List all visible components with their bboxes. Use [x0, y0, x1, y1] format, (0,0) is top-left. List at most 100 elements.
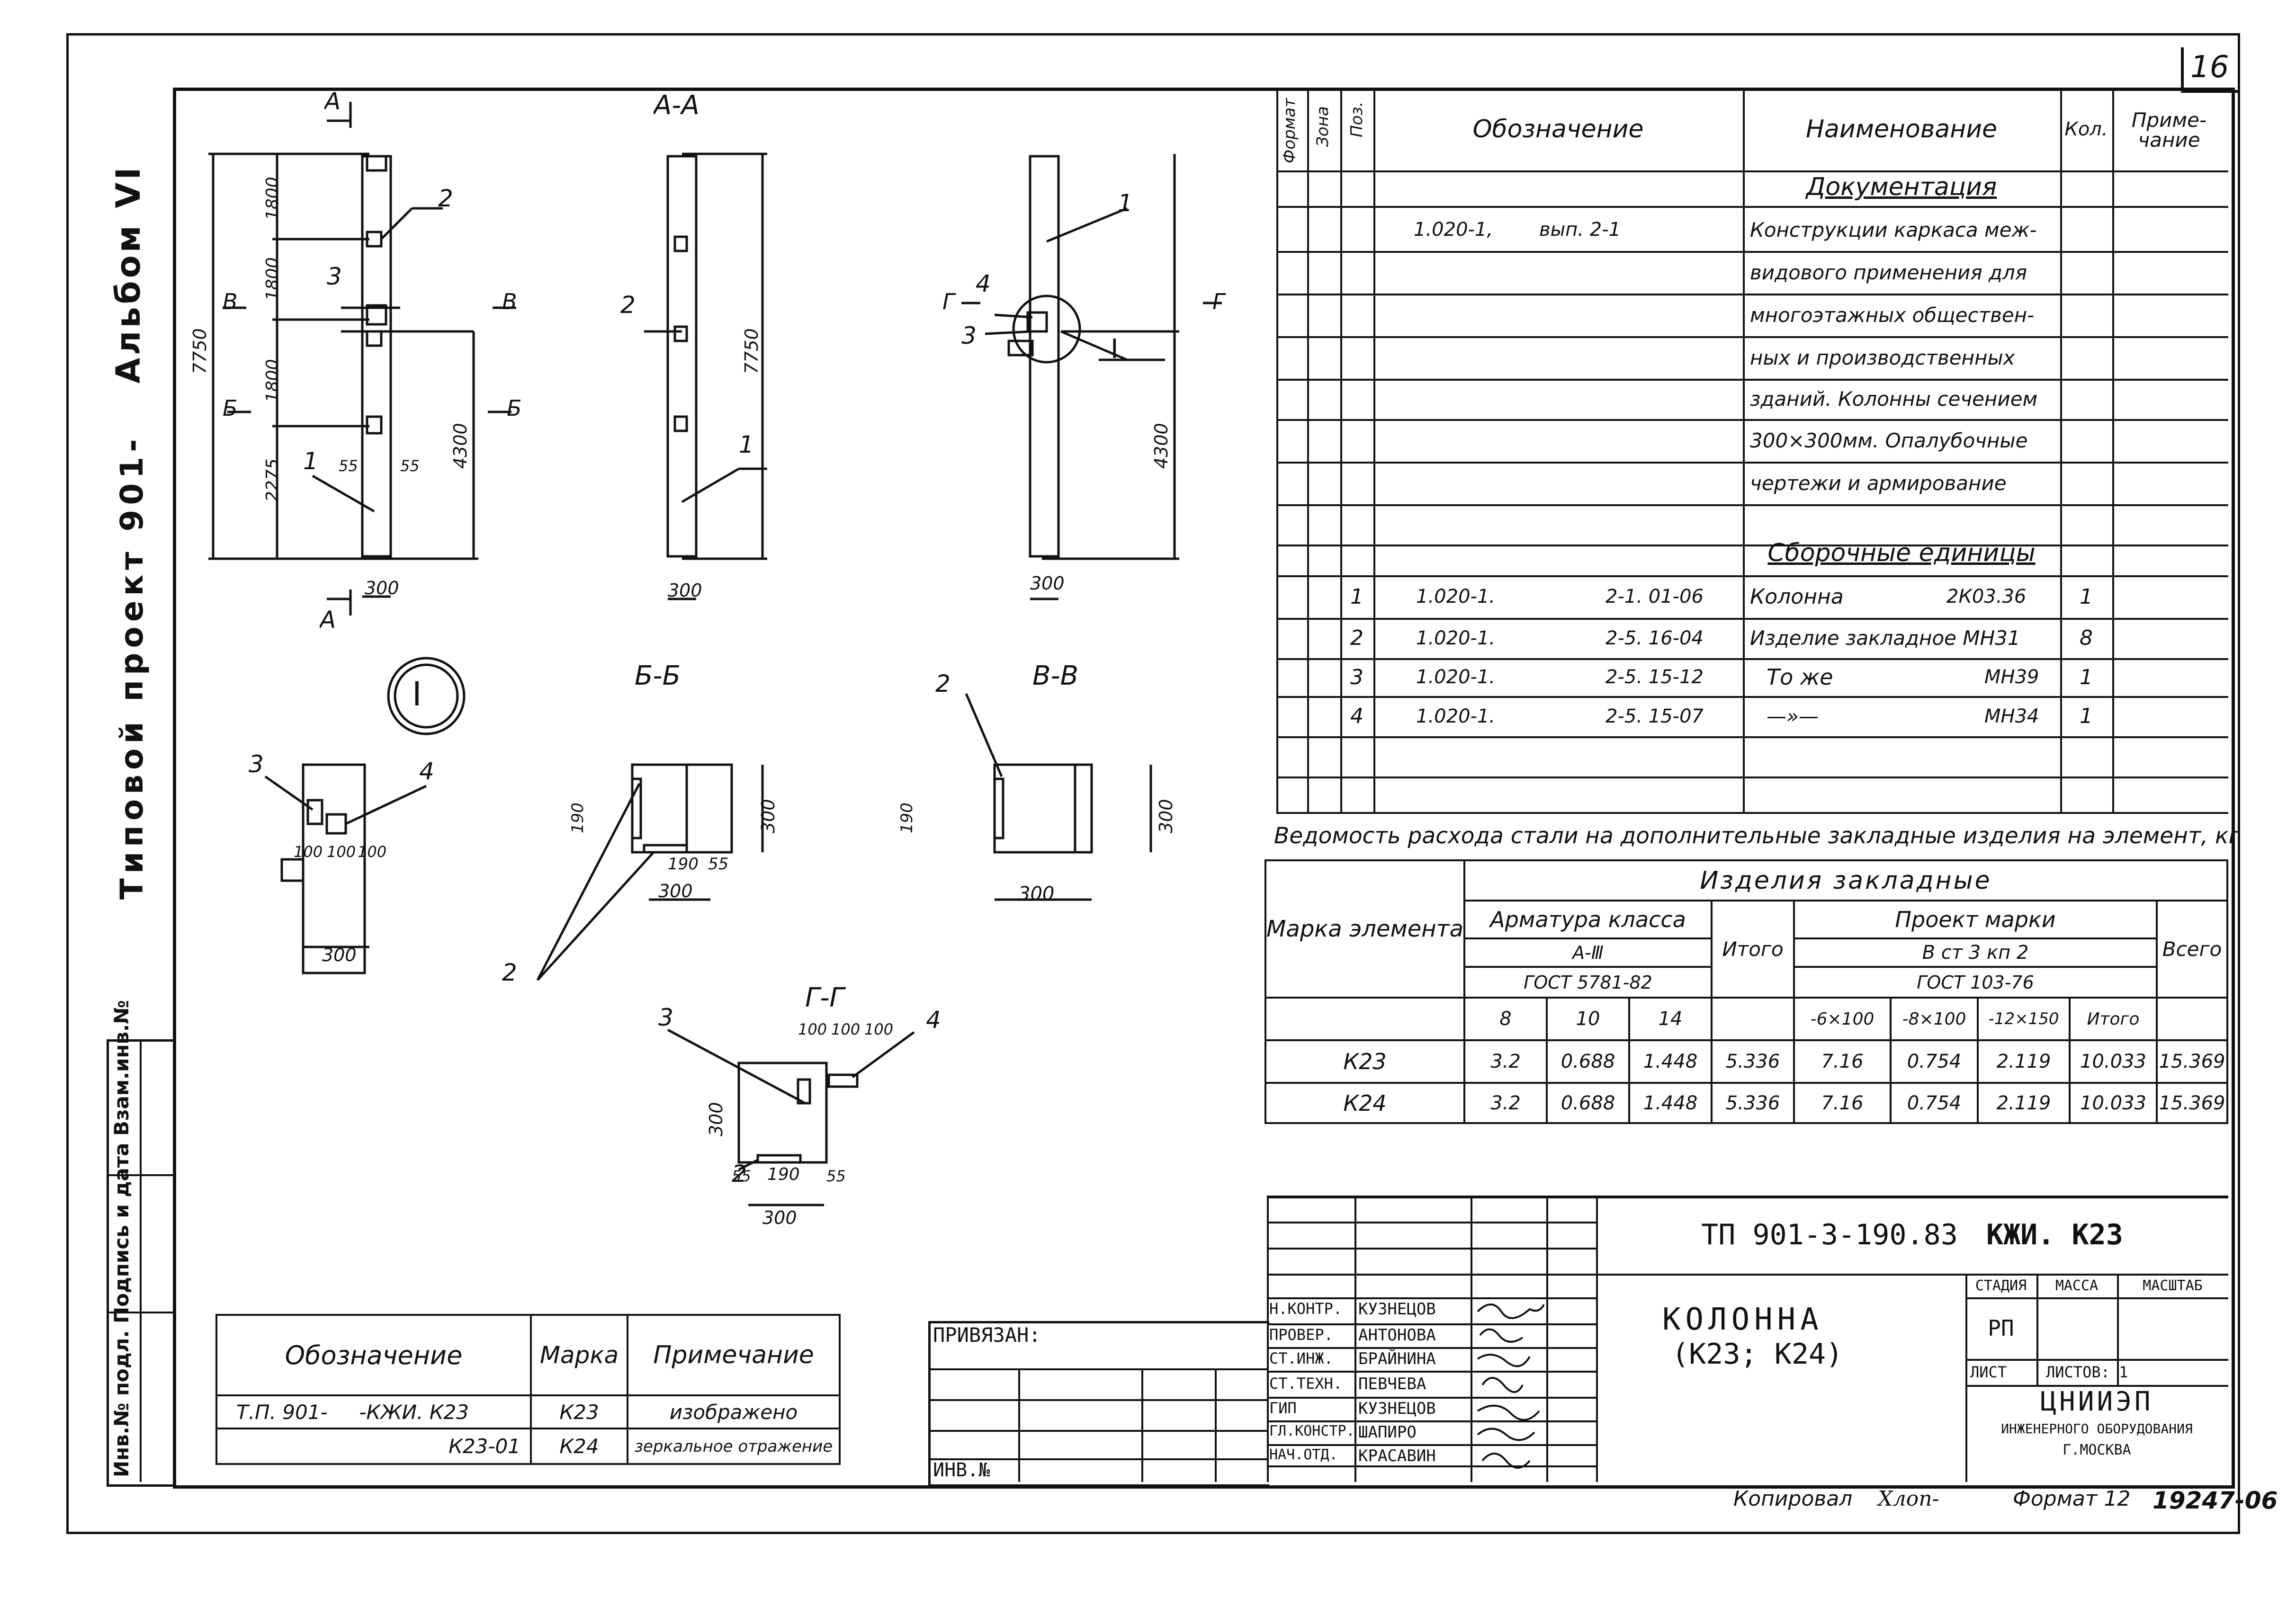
steel-h-project: Проект марки — [1895, 907, 2056, 932]
footer-code: 19247-06 — [2152, 1487, 2278, 1514]
steel-cell: 0.688 — [1561, 1092, 1615, 1114]
steel-h-rebar-class: А-Ⅲ — [1572, 942, 1604, 963]
dim-300-vv-h: 300 — [1018, 883, 1055, 905]
dim-190-gg: 190 — [767, 1165, 800, 1184]
marks-h-des: Обозначение — [285, 1340, 463, 1370]
tb-role-5: ГИП — [1269, 1399, 1297, 1417]
spec-row-mark: МН39 — [1984, 666, 2039, 688]
cut-label-g-left: Г — [942, 289, 955, 314]
pos-2-aa: 2 — [620, 291, 636, 319]
steel-row-mark: К24 — [1343, 1090, 1387, 1116]
footer-format: Формат 12 — [2013, 1487, 2131, 1511]
dim-55-a: 55 — [339, 457, 358, 475]
pos-4-right: 4 — [976, 270, 991, 297]
dim-190-vv: 190 — [897, 803, 916, 833]
cut-label-v-right: В — [502, 289, 517, 314]
pos-2-elev: 2 — [438, 185, 453, 212]
steel-h-grand: Всего — [2162, 937, 2222, 961]
spec-doc-text-2: видового применения для — [1750, 260, 2027, 284]
dim-300-bb-h: 300 — [658, 881, 693, 902]
tb-org-1: ЦНИИЭП — [2040, 1386, 2153, 1417]
dim-300-bb: 300 — [758, 799, 779, 833]
marks-h-note: Примечание — [653, 1341, 814, 1369]
pos-2-vv: 2 — [935, 670, 951, 697]
footer-copied: Копировал Хлоп- — [1733, 1487, 1939, 1511]
dim-7750-aa: 7750 — [741, 328, 762, 374]
steel-cell: 2.119 — [1996, 1051, 2051, 1072]
spec-h-designation: Обозначение — [1472, 115, 1644, 143]
tb-role-7: Нач.отд. — [1269, 1446, 1338, 1463]
marks-row-mark: К24 — [559, 1435, 599, 1458]
steel-caption: Ведомость расхода стали на дополнительны… — [1274, 822, 2241, 849]
spec-h-pos: Поз. — [1347, 101, 1366, 137]
spec-row-des2: 2-1. 01-06 — [1605, 586, 1704, 607]
spec-row-name: Колонна — [1750, 584, 1844, 609]
steel-cell: 0.754 — [1907, 1092, 1962, 1114]
section-gg — [737, 1062, 828, 1164]
spec-doc-text-7: чертежи и армирование — [1750, 471, 2007, 495]
steel-col: 8 — [1499, 1008, 1512, 1030]
cut-label-b-left: Б — [223, 395, 238, 421]
drawing-field-border — [173, 88, 2235, 1489]
steel-row: К24 3.2 0.688 1.448 5.336 7.16 0.754 2.1… — [1264, 1082, 2228, 1124]
tb-doc-code: ТП 901-3-190.83 КЖИ. К23 — [1596, 1196, 2228, 1274]
spec-row-des2: 2-5. 15-12 — [1605, 666, 1704, 688]
spec-row-des2: 2-5. 16-04 — [1605, 627, 1704, 649]
steel-cell: 3.2 — [1490, 1092, 1521, 1114]
column-section-aa — [666, 155, 698, 558]
section-bb — [631, 763, 733, 854]
steel-col: -12×150 — [1988, 1009, 2059, 1028]
pos-1-aa: 1 — [739, 431, 754, 458]
footer-copied-sig: Хлоп- — [1878, 1487, 1939, 1511]
column-elevation-right — [1029, 155, 1060, 558]
pos-1-elev: 1 — [303, 447, 318, 475]
sheet-number: 16 — [2190, 50, 2229, 85]
tb-name-1: Кузнецов — [1358, 1300, 1436, 1319]
tb-role-2: Провер. — [1269, 1326, 1333, 1344]
spec-row-qty: 1 — [2080, 584, 2093, 609]
steel-h-rebar: Арматура класса — [1490, 907, 1686, 932]
tb-mass-h: Масса — [2055, 1277, 2099, 1294]
steel-h-total: Итого — [1722, 937, 1784, 961]
dim-300-aa: 300 — [668, 580, 702, 601]
spec-row-name: То же — [1767, 664, 1833, 690]
pos-3-node: 3 — [249, 750, 264, 778]
section-vv-title: В-В — [1032, 661, 1079, 691]
cut-label-b-right: Б — [507, 395, 522, 421]
tb-stage-h: Стадия — [1975, 1277, 2027, 1294]
steel-h-mark: Марка элемента — [1266, 915, 1464, 942]
tb-name-6: Шапиро — [1358, 1423, 1417, 1442]
pos-1-right: 1 — [1118, 189, 1133, 217]
marks-h-mark: Марка — [539, 1341, 619, 1369]
node-label: I — [412, 675, 422, 714]
dim-100-node-1: 100 — [294, 843, 323, 861]
dim-100-gg-1: 100 — [798, 1020, 827, 1038]
steel-col: -6×100 — [1810, 1009, 1874, 1029]
section-bb-title: Б-Б — [635, 661, 681, 691]
spec-h-format: Формат — [1280, 98, 1299, 163]
dim-300-right: 300 — [1030, 573, 1065, 594]
tb-org-3: г.Москва — [2063, 1442, 2131, 1458]
tb-sheet-h: Лист — [1970, 1363, 2007, 1381]
cut-label-a-bottom: А — [320, 606, 336, 634]
tb-scale-h: Масштаб — [2143, 1277, 2203, 1294]
tb-name-7: Красавин — [1358, 1446, 1436, 1465]
tb-role-1: Н.контр. — [1269, 1300, 1343, 1318]
tb-name-5: Кузнецов — [1358, 1399, 1436, 1418]
dim-300-elev: 300 — [365, 578, 399, 598]
spec-row-des1: 1.020-1. — [1416, 666, 1496, 688]
dim-1800-3: 1800 — [263, 359, 282, 402]
tb-name-4: Певчева — [1358, 1375, 1426, 1393]
spec-row-pos: 4 — [1350, 704, 1363, 728]
section-aa-title: А-А — [654, 90, 700, 121]
spec-row-des1: 1.020-1. — [1416, 627, 1496, 649]
dim-55-gg-l: 55 — [732, 1167, 751, 1185]
steel-cell: 5.336 — [1725, 1051, 1780, 1072]
steel-h-steel: В ст 3 кп 2 — [1922, 942, 2029, 964]
pos-4-node: 4 — [419, 758, 434, 785]
dim-300-gg: 300 — [706, 1102, 726, 1136]
steel-h-rebar-gost: ГОСТ 5781-82 — [1524, 972, 1652, 993]
tied-label: Привязан: — [933, 1323, 1041, 1347]
spec-row-qty: 1 — [2080, 704, 2093, 728]
tb-role-3: Ст.инж. — [1269, 1349, 1333, 1367]
